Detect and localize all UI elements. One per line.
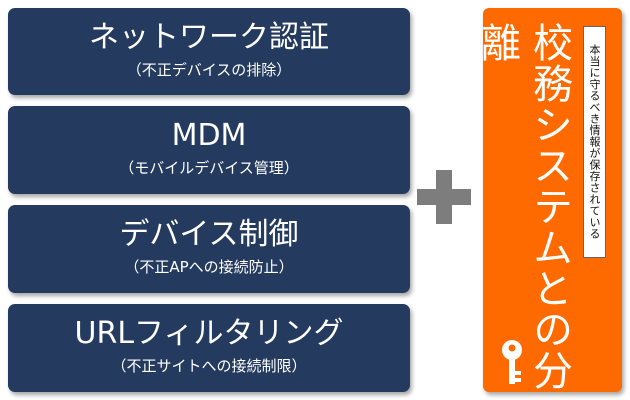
- box-subtitle: （不正デバイスの排除）: [126, 61, 292, 79]
- box-title: MDM: [171, 118, 247, 153]
- mdm-box: MDM （モバイルデバイス管理）: [8, 106, 410, 194]
- box-subtitle: （不正APへの接続防止）: [124, 258, 294, 276]
- box-subtitle: （不正サイトへの接続制限）: [111, 357, 307, 375]
- network-auth-box: ネットワーク認証 （不正デバイスの排除）: [8, 8, 410, 95]
- url-filtering-box: URLフィルタリング （不正サイトへの接続制限）: [8, 304, 410, 392]
- school-system-separation-panel: 校務システムとの分離 本当に守るべき情報が保存されている: [474, 8, 622, 392]
- panel-note: 本当に守るべき情報が保存されている: [583, 26, 606, 258]
- device-control-box: デバイス制御 （不正APへの接続防止）: [8, 205, 410, 293]
- key-icon: [502, 340, 522, 384]
- box-title: ネットワーク認証: [89, 20, 329, 55]
- box-title: URLフィルタリング: [74, 316, 344, 351]
- plus-icon: [413, 166, 475, 228]
- box-subtitle: （モバイルデバイス管理）: [119, 159, 299, 177]
- panel-title: 校務システムとの分離: [474, 22, 572, 391]
- box-title: デバイス制御: [119, 217, 299, 252]
